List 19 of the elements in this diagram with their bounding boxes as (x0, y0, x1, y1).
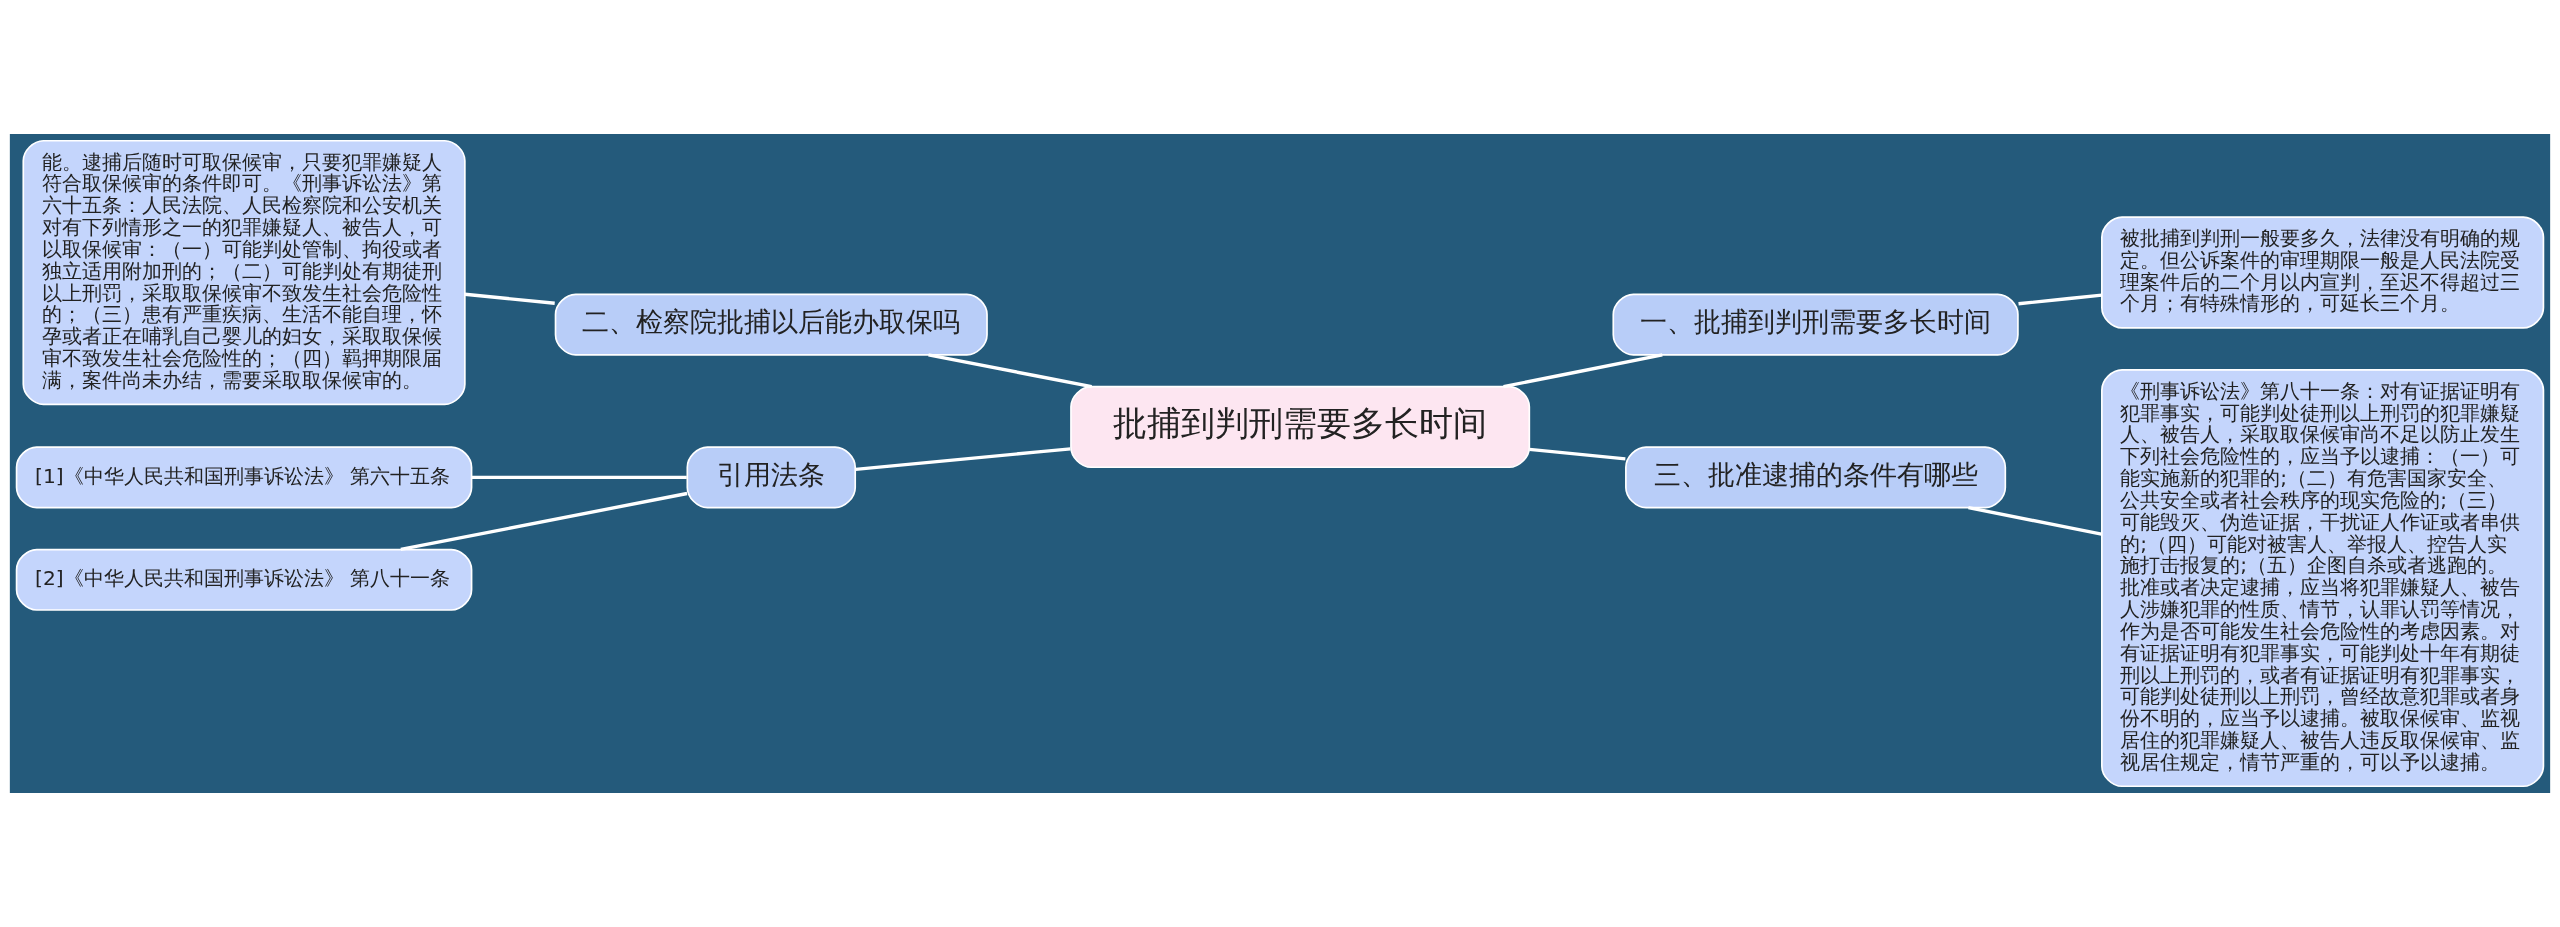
node-box: 引用法条 (686, 446, 857, 509)
node-box: 批捕到判刑需要多长时间 (1070, 385, 1531, 469)
connector (464, 292, 555, 305)
node-box: [2]《中华人民共和国刑事诉讼法》 第八十一条 (15, 548, 473, 611)
node-box: 《刑事诉讼法》第八十一条：对有证据证明有犯罪事实，可能判处徒刑以上刑罚的犯罪嫌疑人、被告人，采取取保候审尚不足以防止发生下列社会危险性的，应当予以逮捕：（一）可能实施新的犯罪的;（二）有危害国家安全、公共安全或者社会秩序的现实危险的;（三）可能毁灭、伪造证据，干扰证人作证或者串供的;（四）可能对被害人、举报人、控告人实施打击报复的;（五）企图自杀或者逃跑的。批准或者决定逮捕，应当将犯罪嫌疑人、被告人涉嫌犯罪的性质、情节，认罪认罚等情况，作为是否可能发生社会危险性的考虑因素。对有证据证明有犯罪事实，可能判处十年有期徒刑以上刑罚的，或者有证据证明有犯罪事实，可能判处徒刑以上刑罚，曾经故意犯罪或者身份不明的，应当予以逮捕。被取保候审、监视居住的犯罪嫌疑人、被告人违反取保候审、监视居住规定，情节严重的，可以予以逮捕。 (2101, 369, 2545, 788)
connector (1968, 505, 2102, 536)
connector (1503, 353, 1663, 389)
node-box: [1]《中华人民共和国刑事诉讼法》 第六十五条 (15, 446, 473, 509)
node-box: 被批捕到判刑一般要多久，法律没有明确的规定。但公诉案件的审理期限一般是人民法院受理案件后的二个月以内宣判，至迟不得超过三个月；有特殊情形的，可延长三个月。 (2101, 216, 2545, 329)
node-box: 三、批准逮捕的条件有哪些 (1625, 446, 2007, 509)
connector (1529, 447, 1626, 461)
connector (928, 353, 1092, 389)
connector (471, 475, 687, 480)
node-box: 能。逮捕后随时可取保候审，只要犯罪嫌疑人符合取保候审的条件即可。《刑事诉讼法》第六十五条：人民法院、人民检察院和公安机关对有下列情形之一的犯罪嫌疑人、被告人，可以取保候审：（一）可能判处管制、拘役或者独立适用附加刑的；（二）可能判处有期徒刑以上刑罚，采取取保候审不致发生社会危险性的；（三）患有严重疾病、生活不能自理，怀孕或者正在哺乳自己婴儿的妇女，采取取保候审不致发生社会危险性的；（四）羁押期限届满，案件尚未办结，需要采取取保候审的。 (22, 139, 466, 406)
node-box: 一、批捕到判刑需要多长时间 (1612, 293, 2019, 356)
connector (855, 447, 1071, 472)
node-box: 二、检察院批捕以后能办取保吗 (554, 293, 988, 356)
connector (2018, 293, 2103, 306)
connector (400, 491, 688, 552)
